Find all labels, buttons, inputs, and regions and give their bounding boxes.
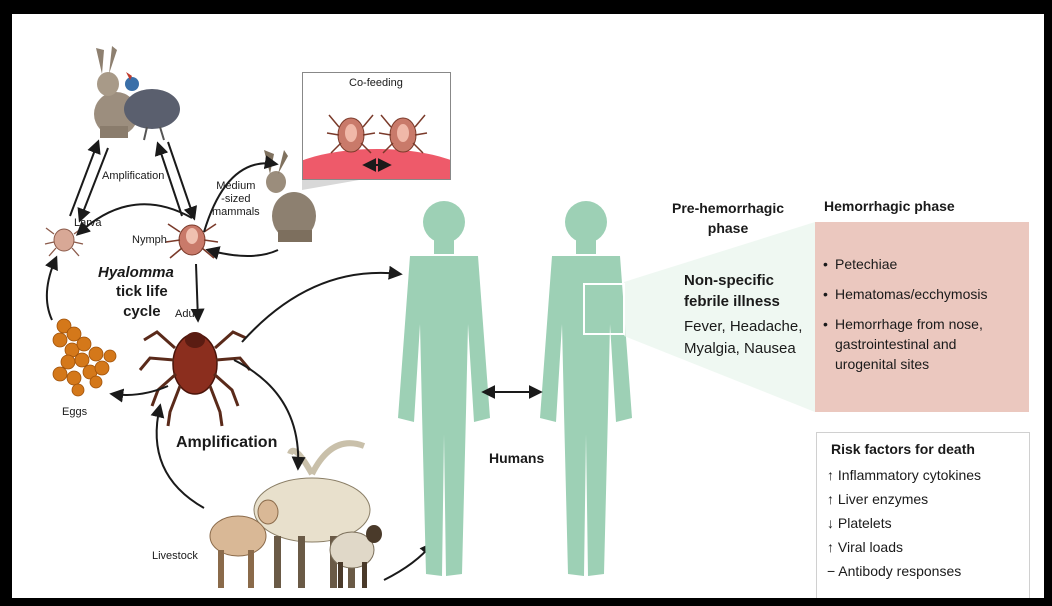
cycle-title-italic: Hyalomma bbox=[98, 264, 174, 281]
nymph-tick-icon bbox=[166, 224, 218, 258]
rabbit-icon bbox=[94, 46, 138, 138]
adult-tick-icon bbox=[140, 332, 250, 426]
cofeeding-tick-right-icon bbox=[379, 115, 427, 153]
human-figure-right-icon bbox=[540, 201, 632, 576]
figure-frame: Co-feeding Amplification Larva Nymph Med… bbox=[12, 14, 1044, 598]
risk-item: − Antibody responses bbox=[827, 561, 961, 581]
hemorrhagic-item: • bbox=[823, 314, 828, 334]
hemorrhagic-title: Hemorrhagic phase bbox=[824, 198, 955, 214]
larva-tick-icon bbox=[45, 228, 83, 256]
hemorrhagic-item-text: Hemorrhage from nose, gastrointestinal a… bbox=[835, 314, 983, 374]
cofeeding-tick-left-icon bbox=[327, 115, 375, 153]
risk-item: ↑ Viral loads bbox=[827, 537, 903, 557]
medium-mammals-label: Medium -sized mammals bbox=[212, 180, 260, 219]
risk-item: ↑ Inflammatory cytokines bbox=[827, 465, 981, 485]
cycle-title: tick life cycle bbox=[116, 282, 168, 322]
nonspecific-title: Non-specific febrile illness bbox=[684, 270, 780, 312]
nonspecific-symptoms: Fever, Headache, Myalgia, Nausea bbox=[684, 316, 802, 360]
cofeeding-label: Co-feeding bbox=[349, 77, 403, 89]
risk-factors-box: Risk factors for death ↑ Inflammatory cy… bbox=[816, 432, 1030, 598]
hemorrhagic-item-text: Petechiae bbox=[835, 254, 897, 274]
risk-item: ↓ Platelets bbox=[827, 513, 892, 533]
hemorrhagic-item-text: Hematomas/ecchymosis bbox=[835, 284, 988, 304]
guinea-fowl-icon bbox=[124, 72, 180, 140]
larva-label: Larva bbox=[74, 217, 102, 229]
pre-hemorrhagic-title: Pre-hemorrhagic phase bbox=[672, 198, 784, 238]
livestock-icon bbox=[210, 443, 382, 588]
eggs-icon bbox=[53, 319, 116, 396]
risk-item: ↑ Liver enzymes bbox=[827, 489, 928, 509]
cofeeding-inset: Co-feeding bbox=[302, 72, 451, 180]
hemorrhagic-symptoms-box: • Petechiae • Hematomas/ecchymosis • Hem… bbox=[815, 222, 1029, 412]
livestock-label: Livestock bbox=[152, 550, 198, 562]
hemorrhagic-item: • bbox=[823, 254, 828, 274]
eggs-label: Eggs bbox=[62, 406, 87, 418]
amplification-top-label: Amplification bbox=[102, 170, 164, 182]
hemorrhagic-item: • bbox=[823, 284, 828, 304]
amplification-main-label: Amplification bbox=[176, 434, 277, 452]
adult-label: Adult bbox=[175, 308, 200, 320]
risk-title: Risk factors for death bbox=[831, 441, 975, 457]
human-figure-left-icon bbox=[398, 201, 490, 576]
nymph-label: Nymph bbox=[132, 234, 167, 246]
humans-label: Humans bbox=[489, 450, 544, 466]
